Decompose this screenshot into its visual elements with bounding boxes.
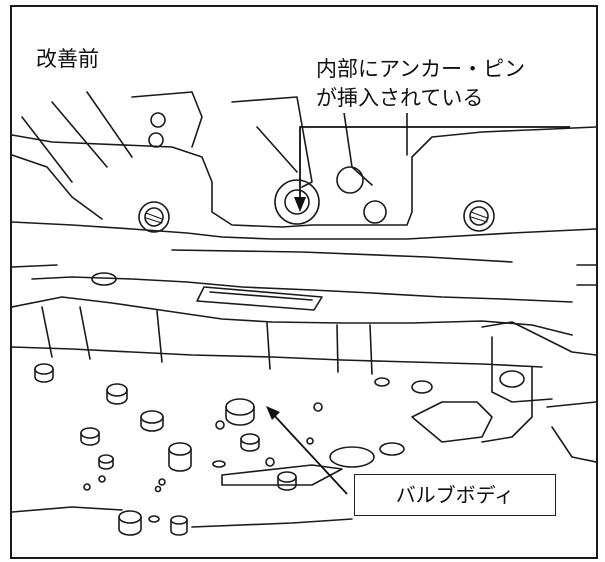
screw-hole-right <box>463 200 495 232</box>
anchor-pin-leader <box>299 126 570 204</box>
valve-boss-group <box>34 363 323 536</box>
anchor-pin-label-line2: が挿入されている <box>316 86 484 110</box>
upper-casting-outline <box>12 126 596 228</box>
middle-plate-front <box>12 296 573 336</box>
screw-hole-left <box>138 201 170 233</box>
anchor-pin-inner <box>284 189 310 215</box>
diagram-frame: 改善前 内部にアンカー・ピン が挿入されている バルブボディ <box>10 5 598 559</box>
upper-bracket <box>131 91 203 148</box>
anchor-pin-label: 内部にアンカー・ピン が挿入されている <box>316 55 566 113</box>
valve-body-leader <box>271 412 348 495</box>
valve-body-line-drawing <box>12 91 596 536</box>
valve-body-arrowhead <box>266 406 280 420</box>
upper-casting-edge <box>12 221 596 240</box>
anchor-pin-label-line1: 内部にアンカー・ピン <box>316 57 526 81</box>
valve-body-label: バルブボディ <box>354 474 556 516</box>
page-title: 改善前 <box>36 47 99 71</box>
middle-plate-top <box>31 276 573 303</box>
anchor-pin-outer <box>274 179 320 225</box>
anchor-pin-arrowhead <box>294 197 306 212</box>
slot-outline <box>196 286 323 311</box>
